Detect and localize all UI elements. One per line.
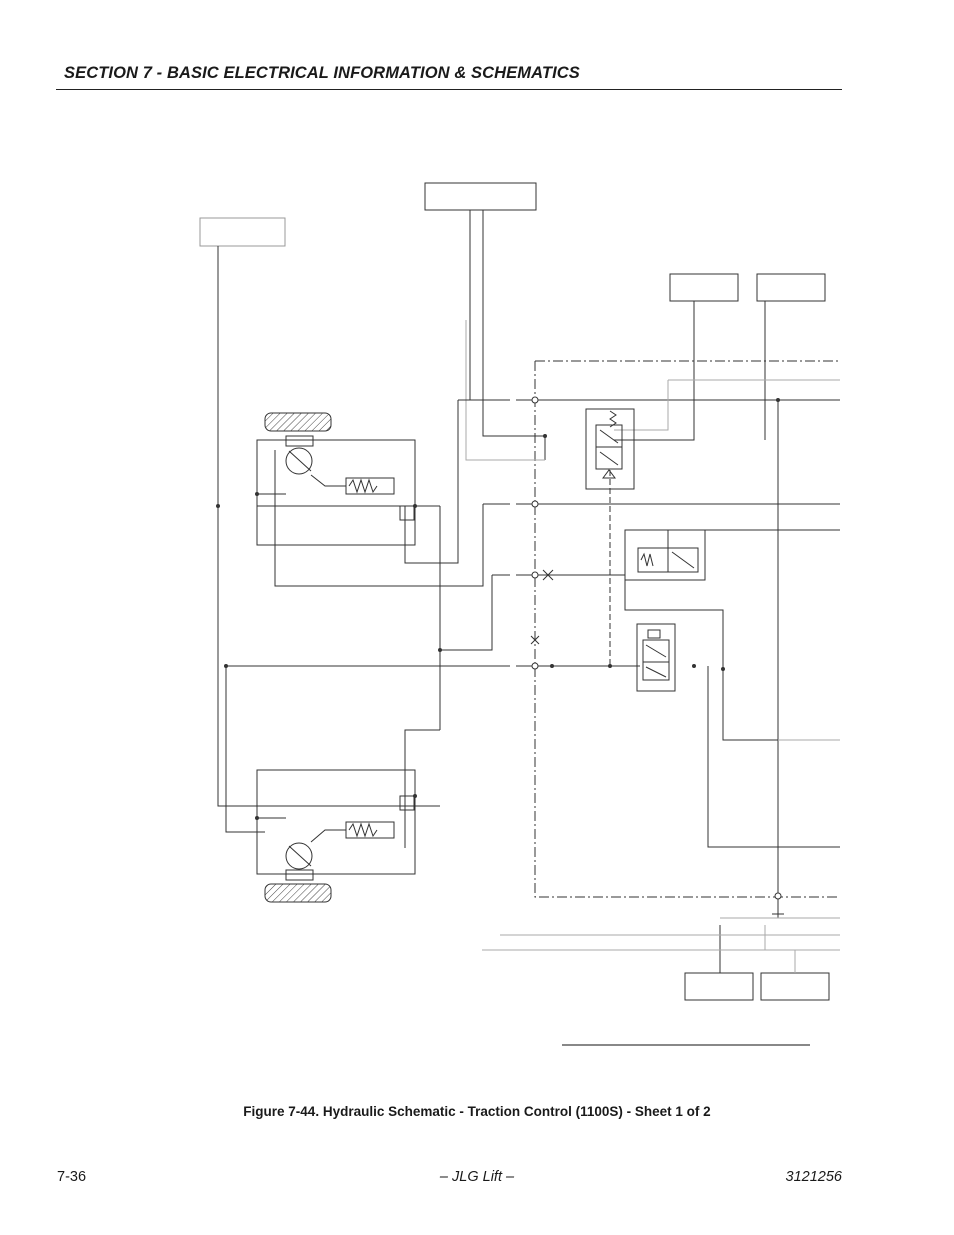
section-title: SECTION 7 - BASIC ELECTRICAL INFORMATION… [64,64,580,82]
label-box-right-2 [756,273,826,302]
label-box-top-left [199,217,286,247]
publisher-name: – JLG Lift – [439,1169,515,1185]
top-wheel [264,412,332,432]
document-number: 3121256 [785,1169,842,1185]
valve-top [585,408,635,490]
page-number: 7-36 [57,1169,87,1185]
label-box-top-center [424,182,537,211]
top-motor [285,447,313,475]
bottom-wheel [264,883,332,903]
label-box-bottom-2 [760,972,830,1001]
valve-lower [636,623,676,692]
figure-caption: Figure 7-44. Hydraulic Schematic - Tract… [243,1104,711,1119]
manifold-boundary [534,360,840,898]
label-box-bottom-1 [684,972,754,1001]
bottom-motor [285,842,313,870]
valve-middle [624,529,706,581]
header-rule [56,89,842,90]
label-box-right-1 [669,273,739,302]
